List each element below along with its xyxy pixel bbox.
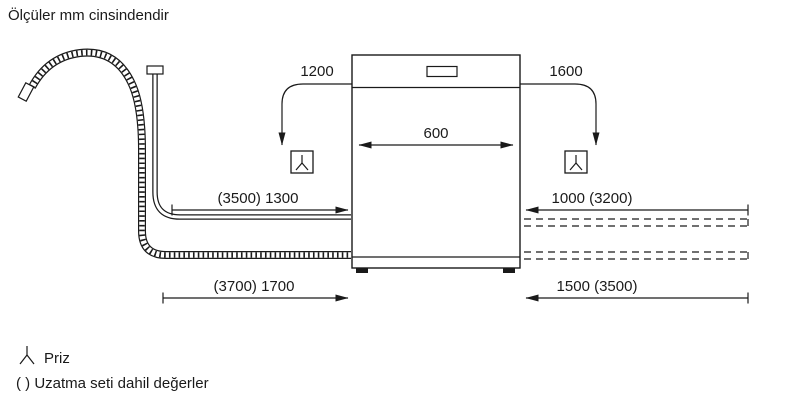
- dim-drain-left-label: (3700) 1700: [214, 278, 295, 295]
- dim-width-label: 600: [423, 125, 448, 142]
- page-title: Ölçüler mm cinsindendir: [8, 6, 169, 24]
- drain-hose: [17, 48, 351, 259]
- legend: Priz ( ) Uzatma seti dahil değerler: [16, 346, 209, 392]
- dim-supply-left: (3500) 1300: [171, 190, 349, 216]
- dim-right-top: 1000 (3200): [525, 190, 749, 216]
- dim-right-bottom-label: 1500 (3500): [557, 278, 638, 295]
- dim-width: 600: [358, 125, 514, 149]
- dim-cord-left-label: 1200: [300, 63, 333, 80]
- dim-cord-right-label: 1600: [549, 63, 582, 80]
- legend-socket-icon: [19, 346, 35, 365]
- supply-hose: [146, 65, 351, 220]
- legend-note: ( ) Uzatma seti dahil değerler: [16, 375, 209, 392]
- dim-supply-left-label: (3500) 1300: [218, 190, 299, 207]
- right-foot: [503, 268, 515, 273]
- left-socket-icon: [290, 150, 314, 174]
- supply-hose-cap-icon: [146, 65, 164, 75]
- dim-cord-left: 1200: [278, 63, 352, 146]
- control-panel-display: [426, 65, 458, 78]
- dim-right-bottom: 1500 (3500): [525, 278, 749, 304]
- drain-hose-connector-icon: [17, 82, 35, 102]
- dishwasher-outline: [351, 54, 521, 273]
- right-socket-icon: [564, 150, 588, 174]
- dim-drain-left: (3700) 1700: [162, 278, 349, 304]
- dim-right-top-label: 1000 (3200): [552, 190, 633, 207]
- dashed-hose-extensions: [524, 218, 749, 260]
- left-foot: [356, 268, 368, 273]
- legend-socket-label: Priz: [44, 350, 70, 367]
- dim-cord-right: 1600: [520, 63, 600, 146]
